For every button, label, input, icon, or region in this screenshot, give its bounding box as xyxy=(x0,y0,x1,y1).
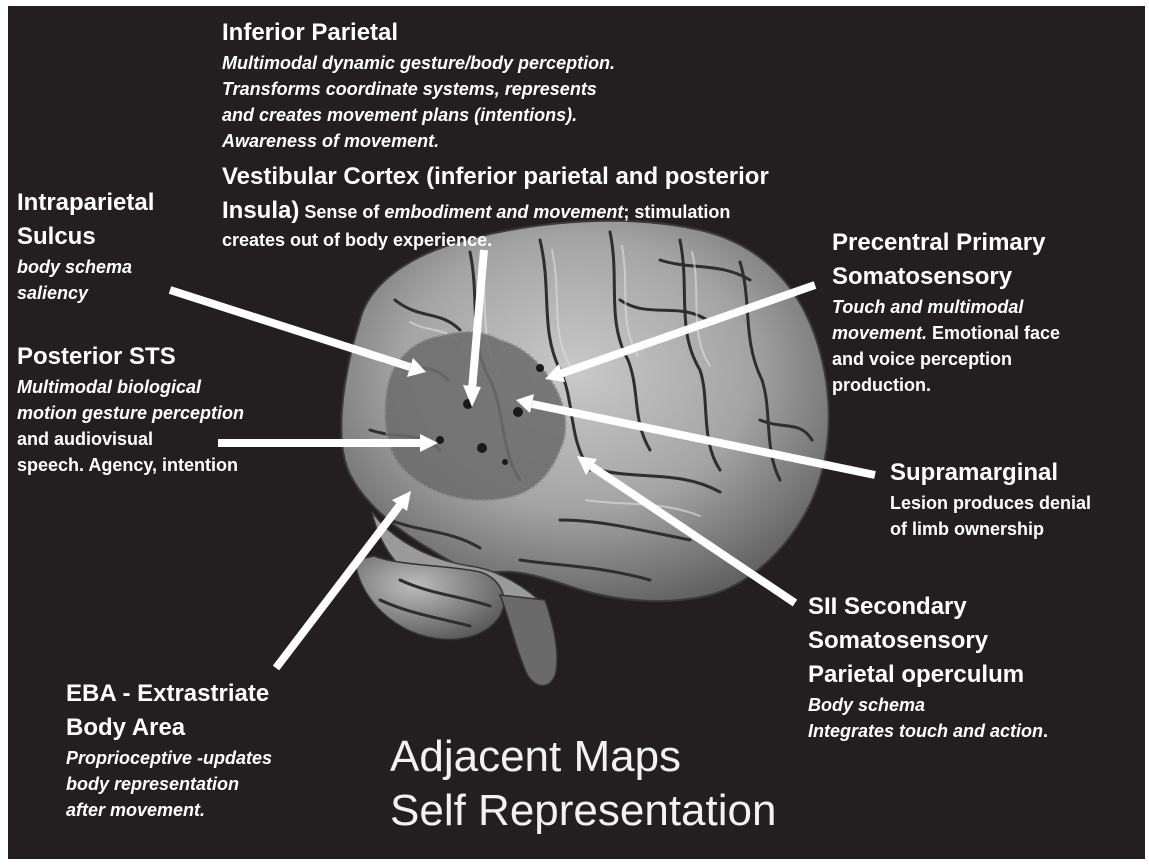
precentral-heading-1: Precentral Primary xyxy=(832,226,1060,260)
posterior-sts-line-1: and audiovisual xyxy=(17,426,244,452)
precentral-line-2: production. xyxy=(832,372,1060,398)
brain-stem xyxy=(500,595,557,686)
eba-italic-1: Proprioceptive -updates xyxy=(66,745,272,771)
inferior-parietal-line-3: and creates movement plans (intentions). xyxy=(222,102,615,128)
vestibular-label: Vestibular Cortex (inferior parietal and… xyxy=(222,160,769,253)
intraparietal-line-1: body schema xyxy=(17,254,154,280)
eba-italic-3: after movement. xyxy=(66,797,272,823)
precentral-line-1: and voice perception xyxy=(832,346,1060,372)
eba-heading-2: Body Area xyxy=(66,711,272,745)
sii-heading-2: Somatosensory xyxy=(808,624,1048,658)
vestibular-heading-2: Insula) xyxy=(222,197,299,224)
vestibular-heading: Vestibular Cortex (inferior parietal and… xyxy=(222,160,769,194)
vestibular-text-italic: embodiment and movement xyxy=(384,202,623,222)
intraparietal-heading-1: Intraparietal xyxy=(17,186,154,220)
posterior-sts-italic-2: motion gesture perception xyxy=(17,400,244,426)
supramarginal-label: Supramarginal Lesion produces denial of … xyxy=(890,456,1091,542)
eba-label: EBA - Extrastriate Body Area Propriocept… xyxy=(66,677,272,823)
sii-heading-1: SII Secondary xyxy=(808,590,1048,624)
inferior-parietal-line-2: Transforms coordinate systems, represent… xyxy=(222,76,615,102)
sii-italic-1: Body schema xyxy=(808,692,1048,718)
inferior-parietal-line-1: Multimodal dynamic gesture/body percepti… xyxy=(222,50,615,76)
sii-italic-2: Integrates touch and action xyxy=(808,721,1043,741)
vestibular-text-post: ; stimulation xyxy=(623,202,730,222)
sii-line-last: Integrates touch and action. xyxy=(808,718,1048,744)
posterior-sts-line-2: speech. Agency, intention xyxy=(17,452,244,478)
inferior-parietal-label: Inferior Parietal Multimodal dynamic ges… xyxy=(222,16,615,154)
eba-heading-1: EBA - Extrastriate xyxy=(66,677,272,711)
inferior-parietal-heading: Inferior Parietal xyxy=(222,16,615,50)
vestibular-line-2: Insula) Sense of embodiment and movement… xyxy=(222,194,769,231)
supramarginal-heading: Supramarginal xyxy=(890,456,1091,490)
vestibular-text-pre: Sense of xyxy=(299,202,384,222)
sii-tail: . xyxy=(1043,721,1048,741)
precentral-mixed-rest: Emotional face xyxy=(927,323,1060,343)
inferior-parietal-line-4: Awareness of movement. xyxy=(222,128,615,154)
intraparietal-line-2: saliency xyxy=(17,280,154,306)
figure-title: Adjacent Maps Self Representation xyxy=(390,730,776,838)
intraparietal-heading-2: Sulcus xyxy=(17,220,154,254)
intraparietal-label: Intraparietal Sulcus body schema salienc… xyxy=(17,186,154,306)
precentral-label: Precentral Primary Somatosensory Touch a… xyxy=(832,226,1060,398)
posterior-sts-label: Posterior STS Multimodal biological moti… xyxy=(17,340,244,478)
figure-title-line-2: Self Representation xyxy=(390,784,776,838)
precentral-italic-1: Touch and multimodal xyxy=(832,294,1060,320)
figure-title-line-1: Adjacent Maps xyxy=(390,730,776,784)
precentral-mixed-line: movement. Emotional face xyxy=(832,320,1060,346)
supramarginal-line-2: of limb ownership xyxy=(890,516,1091,542)
posterior-sts-heading: Posterior STS xyxy=(17,340,244,374)
sii-label: SII Secondary Somatosensory Parietal ope… xyxy=(808,590,1048,744)
precentral-mixed-italic: movement. xyxy=(832,323,927,343)
supramarginal-line-1: Lesion produces denial xyxy=(890,490,1091,516)
posterior-sts-italic-1: Multimodal biological xyxy=(17,374,244,400)
precentral-heading-2: Somatosensory xyxy=(832,260,1060,294)
sii-heading-3: Parietal operculum xyxy=(808,658,1048,692)
eba-italic-2: body representation xyxy=(66,771,272,797)
